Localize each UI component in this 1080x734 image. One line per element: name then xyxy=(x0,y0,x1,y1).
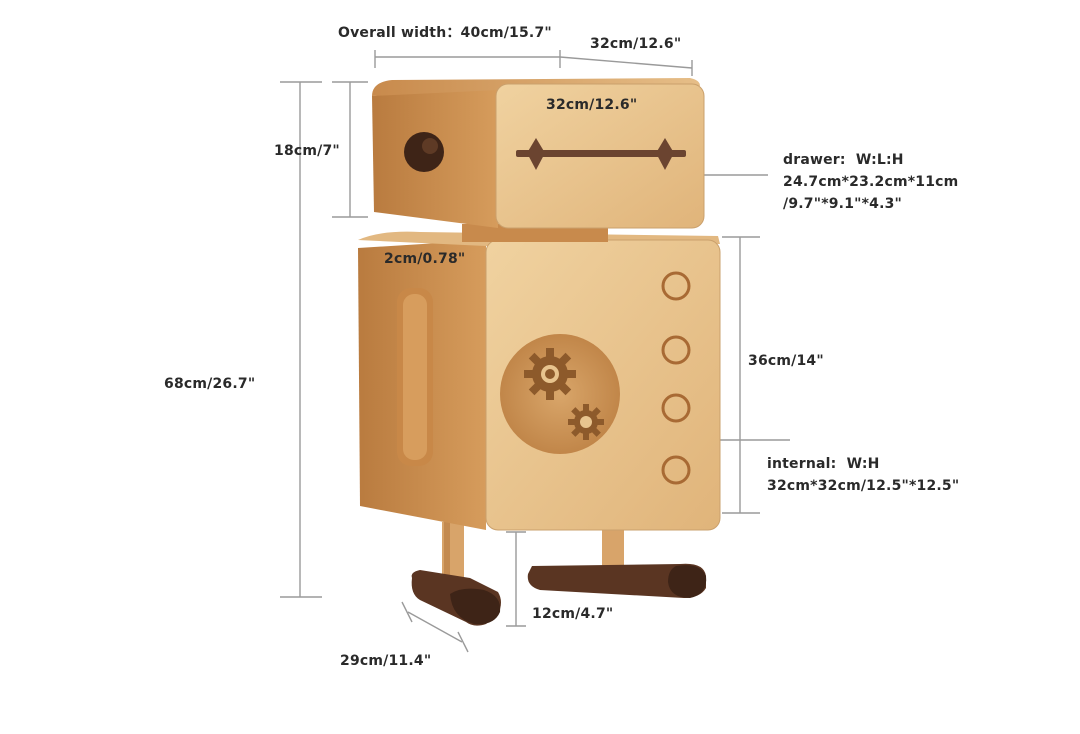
internal-dimensions-label: internal: W:H 32cm*32cm/12.5"*12.5" xyxy=(767,456,960,494)
circle-icon-column xyxy=(661,271,691,485)
neck-label: 2cm/0.78" xyxy=(384,251,466,267)
feet xyxy=(411,563,707,626)
diamond-icon xyxy=(527,138,545,170)
diamond-icon xyxy=(656,138,674,170)
gear-disc xyxy=(500,334,620,454)
gear-icon xyxy=(524,348,576,400)
overall-width-label: Overall width：40cm/15.7" xyxy=(338,25,552,41)
top-depth-label: 32cm/12.6" xyxy=(590,36,682,52)
leg-height-label: 12cm/4.7" xyxy=(532,606,614,622)
head-drawer xyxy=(372,78,705,229)
head-width-label: 32cm/12.6" xyxy=(546,97,638,113)
body-cabinet xyxy=(358,231,721,531)
total-height-label: 68cm/26.7" xyxy=(164,376,256,392)
head-height-label: 18cm/7" xyxy=(274,143,340,159)
gear-icon-small xyxy=(568,404,604,440)
foot-depth-label: 29cm/11.4" xyxy=(340,653,432,669)
eye-knob xyxy=(404,132,444,172)
drawer-dimensions-label: drawer: W:L:H 24.7cm*23.2cm*11cm /9.7"*9… xyxy=(783,152,959,212)
mouth-bar xyxy=(516,150,686,157)
body-height-label: 36cm/14" xyxy=(748,353,824,369)
